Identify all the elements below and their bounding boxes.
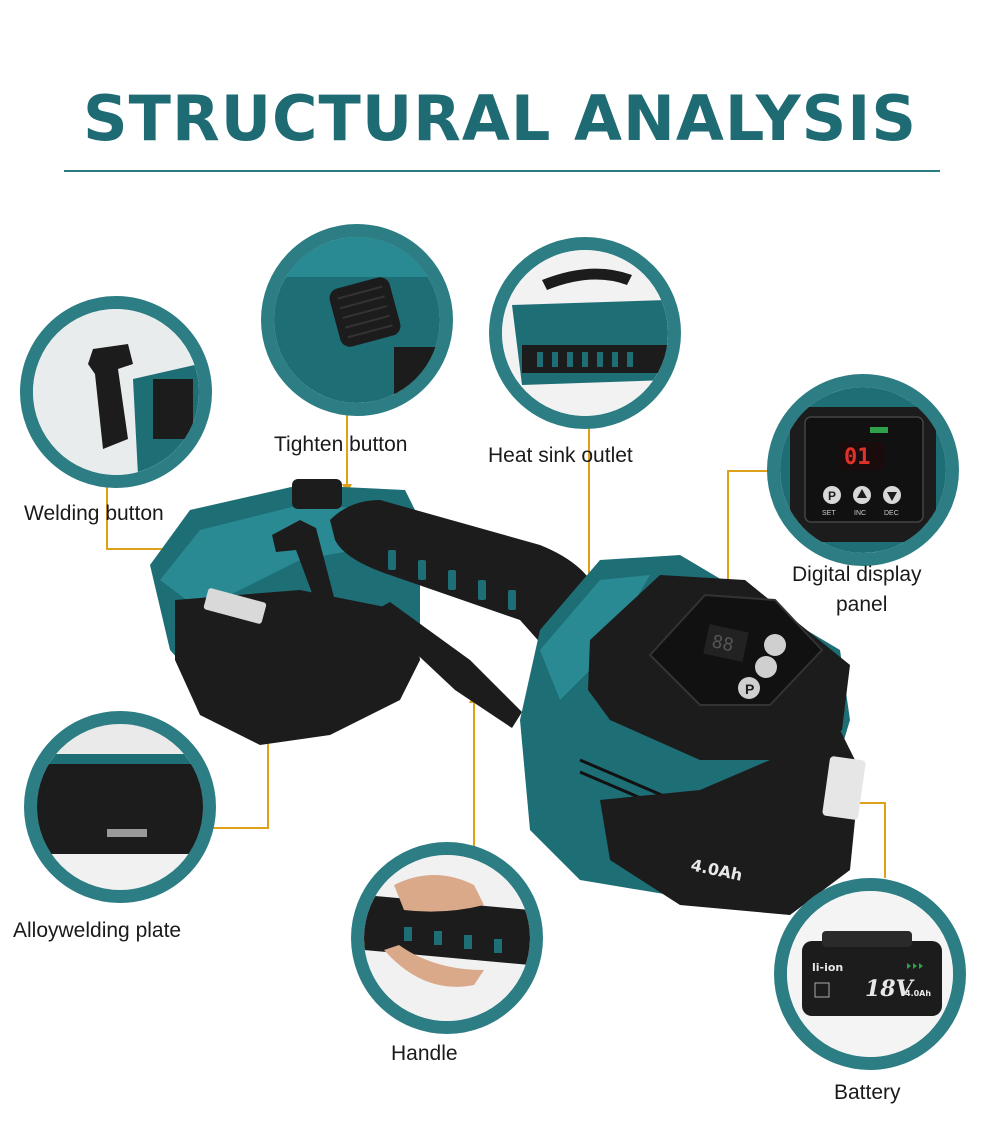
handle-label: Handle <box>391 1042 458 1065</box>
handle-closeup-icon <box>364 855 530 1021</box>
battery-callout: li-ion 18V 4.0Ah <box>774 878 966 1070</box>
display-panel-closeup-icon: 01 P SET INC DEC <box>780 387 946 553</box>
welding-plate-callout <box>24 711 216 903</box>
welding-button-label: Welding button <box>24 502 164 525</box>
welding-button-callout <box>20 296 212 488</box>
battery-brand-text: li-ion <box>812 961 843 974</box>
display-p-glyph: P <box>828 489 836 503</box>
panel-digits: 88 <box>710 631 736 656</box>
page-title: STRUCTURAL ANALYSIS <box>83 82 917 155</box>
heat-sink-closeup-icon <box>502 250 668 416</box>
leader-welding-plate <box>210 710 269 829</box>
battery-label: Battery <box>834 1081 901 1104</box>
welding-plate-label: Alloywelding plate <box>13 919 182 942</box>
welding-button-closeup-icon <box>33 309 199 475</box>
display-inc-label: INC <box>854 510 866 517</box>
heat-sink-callout <box>489 237 681 429</box>
display-panel-label-line2: panel <box>836 593 888 616</box>
panel-p-glyph: P <box>745 681 754 697</box>
strapping-tool: 88 P 4.0Ah <box>150 479 866 915</box>
display-dec-label: DEC <box>884 510 899 517</box>
leader-display-panel <box>727 470 778 605</box>
display-digits: 01 <box>844 445 871 470</box>
tighten-button-closeup-icon <box>274 237 440 403</box>
battery-closeup-icon: li-ion 18V 4.0Ah <box>787 891 953 1057</box>
battery-voltage-text: 18V <box>865 976 915 1002</box>
welding-plate-closeup-icon <box>37 724 203 890</box>
display-set-label: SET <box>822 510 836 517</box>
title-divider <box>64 170 940 172</box>
heat-sink-label: Heat sink outlet <box>488 444 633 467</box>
display-panel-label-line1: Digital display <box>792 563 922 586</box>
tighten-button-label: Tighten button <box>274 433 408 456</box>
handle-callout <box>351 842 543 1034</box>
tighten-button-callout <box>261 224 453 416</box>
battery-zoom-capacity-text: 4.0Ah <box>905 989 931 998</box>
display-panel-callout: 01 P SET INC DEC <box>767 374 959 566</box>
